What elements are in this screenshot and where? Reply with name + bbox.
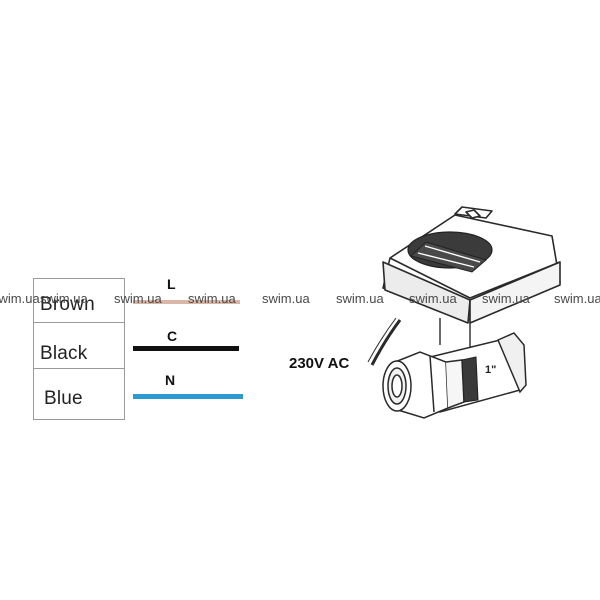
watermark-text: swim.ua — [262, 291, 310, 306]
valve-size-label: 1" — [485, 364, 496, 376]
wire-label-blue: Blue — [44, 388, 83, 409]
wire-label-black: Black — [40, 343, 88, 364]
watermark-text: swim.ua — [0, 291, 40, 306]
terminal-label-c: C — [167, 328, 178, 344]
blue-wire — [133, 394, 243, 399]
terminal-label-n: N — [165, 372, 176, 388]
wire-label-brown: Brown — [40, 294, 95, 315]
watermark-text: swim.ua — [188, 291, 236, 306]
table-divider — [34, 368, 124, 369]
voltage-label: 230V AC — [289, 355, 350, 372]
terminal-label-l: L — [167, 276, 176, 292]
watermark-text: swim.ua — [554, 291, 600, 306]
table-divider — [34, 322, 124, 323]
watermark-text: swim.ua — [409, 291, 457, 306]
watermark-text: swim.ua — [336, 291, 384, 306]
watermark-text: swim.ua — [114, 291, 162, 306]
watermark-text: swim.ua — [482, 291, 530, 306]
black-wire — [133, 346, 239, 351]
brown-wire — [133, 300, 240, 304]
wire-color-table — [33, 278, 125, 420]
watermark-text: swim.ua — [40, 291, 88, 306]
